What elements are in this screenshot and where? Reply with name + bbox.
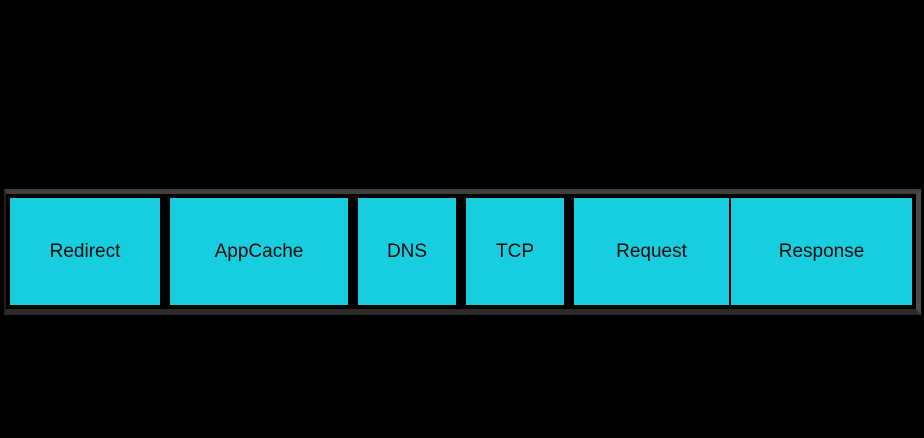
timeline-frame: Redirect AppCache DNS TCP Request Respon… — [4, 189, 921, 315]
segment-request: Request — [574, 198, 729, 305]
request-response-divider — [729, 198, 731, 305]
segment-response: Response — [731, 198, 912, 305]
segment-dns: DNS — [356, 196, 458, 307]
segment-tcp-label: TCP — [496, 241, 534, 262]
segment-request-label: Request — [616, 241, 687, 262]
segment-response-label: Response — [778, 241, 865, 262]
segment-appcache-label: AppCache — [214, 241, 304, 262]
segment-tcp: TCP — [464, 196, 566, 307]
segment-redirect-label: Redirect — [49, 241, 121, 262]
segment-redirect: Redirect — [8, 196, 162, 307]
segment-group-request-response: Request Response — [572, 196, 914, 307]
segment-dns-label: DNS — [386, 241, 428, 262]
segment-appcache: AppCache — [168, 196, 350, 307]
